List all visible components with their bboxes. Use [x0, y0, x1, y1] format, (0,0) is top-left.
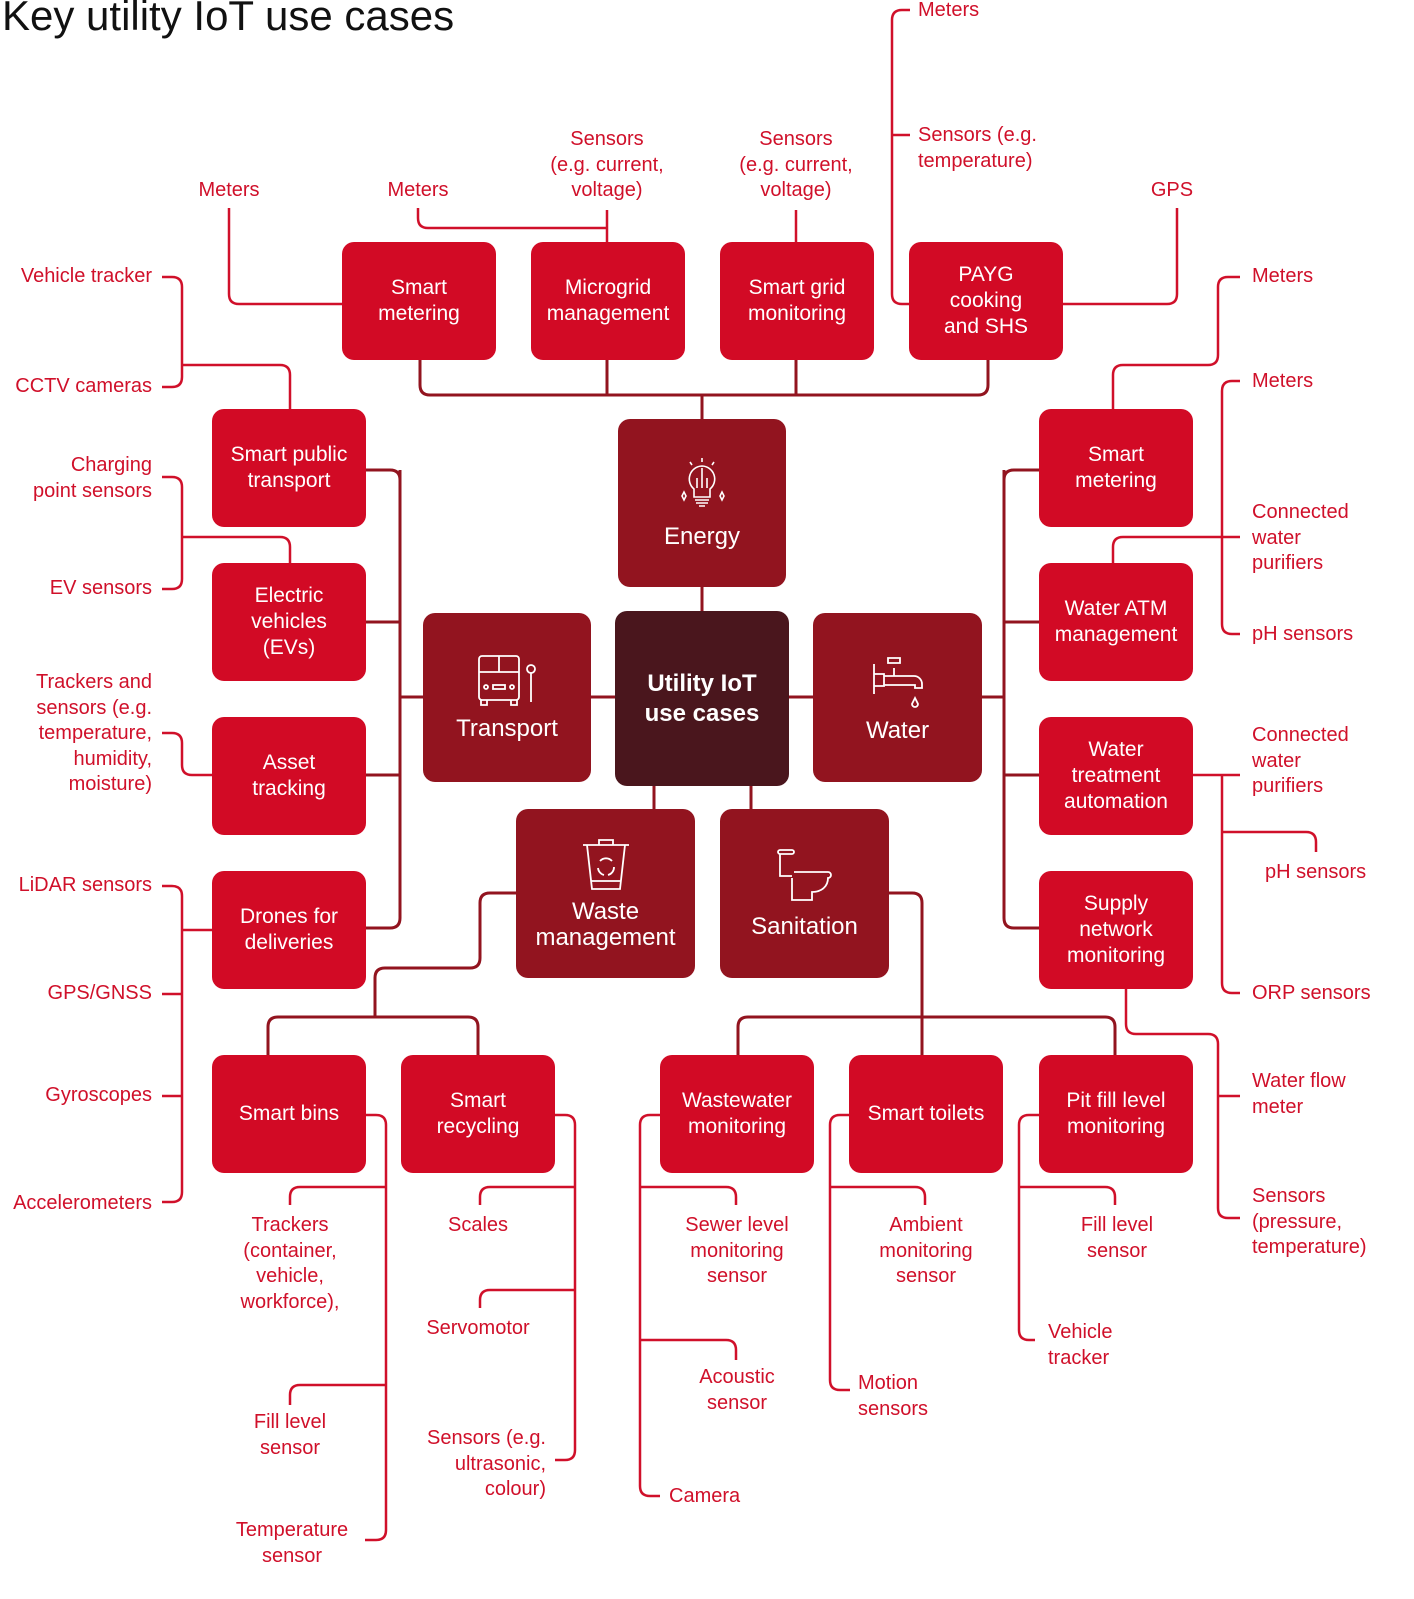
- category-sanitation[interactable]: Sanitation: [720, 809, 889, 978]
- sensor-label: Trackers (container, vehicle, workforce)…: [240, 1214, 340, 1313]
- use-case-water-atm[interactable]: Water ATM management: [1039, 563, 1193, 681]
- sensor-label: Sensors (e.g. temperature): [918, 124, 1037, 172]
- sensor-label: Fill level sensor: [1080, 1214, 1154, 1262]
- sensor-label: Meters: [918, 0, 980, 21]
- sensor-label: Servomotor: [426, 1317, 530, 1339]
- sensor-label: Charging point sensors: [33, 454, 152, 502]
- sensor-label: ORP sensors: [1252, 982, 1371, 1004]
- sensor-label: Trackers and sensors (e.g. temperature, …: [36, 671, 152, 795]
- sensor-label: Sewer level monitoring sensor: [685, 1214, 789, 1287]
- sensor-label: GPS/GNSS: [47, 982, 152, 1004]
- sensor-label: Meters: [1252, 370, 1314, 392]
- sensor-label: Gyroscopes: [45, 1084, 152, 1106]
- sensor-label: pH sensors: [1265, 861, 1367, 883]
- sensor-label: Acoustic sensor: [699, 1366, 775, 1414]
- sensor-label: Ambient monitoring sensor: [879, 1214, 973, 1287]
- sensor-label: GPS: [1150, 179, 1194, 201]
- sensor-label: Water flow meter: [1252, 1070, 1346, 1118]
- lightbulb-icon: [681, 458, 725, 507]
- use-case-smart-toilets[interactable]: Smart toilets: [849, 1055, 1003, 1173]
- sensor-label: Sensors (e.g. current, voltage): [739, 128, 853, 201]
- use-case-electric-vehicles[interactable]: Electric vehicles (EVs): [212, 563, 366, 681]
- use-case-smart-grid-monitoring[interactable]: Smart grid monitoring: [720, 242, 874, 360]
- faucet-icon: [872, 656, 923, 708]
- use-case-smart-recycling[interactable]: Smart recycling: [401, 1055, 555, 1173]
- category-label: Water: [865, 716, 930, 744]
- category-waste-management[interactable]: Waste management: [516, 809, 695, 978]
- category-label: Transport: [456, 714, 558, 742]
- sensor-label: Meters: [1252, 265, 1314, 287]
- sensor-label: Connected water purifiers: [1252, 724, 1349, 797]
- sensor-label: Connected water purifiers: [1252, 501, 1349, 574]
- use-case-microgrid-management[interactable]: Microgrid management: [531, 242, 685, 360]
- center-node: Utility IoT use cases: [615, 611, 789, 786]
- sensor-label: Accelerometers: [13, 1192, 152, 1214]
- category-label: Sanitation: [751, 912, 858, 940]
- use-case-drones[interactable]: Drones for deliveries: [212, 871, 366, 989]
- use-case-asset-tracking[interactable]: Asset tracking: [212, 717, 366, 835]
- sensor-label: pH sensors: [1252, 623, 1354, 645]
- sensor-label: Meters: [198, 179, 260, 201]
- diagram-title: Key utility IoT use cases: [2, 0, 455, 39]
- bus-icon: [478, 654, 536, 706]
- use-case-pit-fill-level[interactable]: Pit fill level monitoring: [1039, 1055, 1193, 1173]
- sensor-label: Sensors (e.g. current, voltage): [550, 128, 664, 201]
- sensor-label: Scales: [447, 1214, 509, 1236]
- sensor-label: EV sensors: [49, 577, 152, 599]
- category-energy[interactable]: Energy: [618, 419, 786, 587]
- use-case-smart-metering-energy[interactable]: Smart metering: [342, 242, 496, 360]
- category-label: Waste management: [535, 897, 676, 951]
- use-case-smart-public-transport[interactable]: Smart public transport: [212, 409, 366, 527]
- sensor-label: Vehicle tracker: [20, 265, 152, 287]
- sensor-label: Camera: [669, 1485, 741, 1507]
- sensor-label: Meters: [387, 179, 449, 201]
- sensor-label: CCTV cameras: [15, 375, 152, 397]
- use-case-smart-bins[interactable]: Smart bins: [212, 1055, 366, 1173]
- use-case-wastewater-monitoring[interactable]: Wastewater monitoring: [660, 1055, 814, 1173]
- sensor-label: Temperature sensor: [235, 1519, 349, 1567]
- sensor-label: LiDAR sensors: [18, 874, 152, 896]
- use-case-smart-metering-water[interactable]: Smart metering: [1039, 409, 1193, 527]
- category-transport[interactable]: Transport: [423, 613, 591, 782]
- sensor-label: Motion sensors: [858, 1372, 929, 1420]
- sensor-label: Fill level sensor: [253, 1411, 327, 1459]
- sensor-label: Sensors (e.g. ultrasonic, colour): [427, 1427, 546, 1500]
- category-water[interactable]: Water: [813, 613, 982, 782]
- category-label: Energy: [663, 523, 741, 550]
- toilet-icon: [776, 848, 832, 901]
- use-case-supply-network[interactable]: Supply network monitoring: [1039, 871, 1193, 989]
- use-case-water-treatment[interactable]: Water treatment automation: [1039, 717, 1193, 835]
- sensor-label: Sensors (pressure, temperature): [1252, 1185, 1367, 1258]
- sensor-label: Vehicle tracker: [1048, 1321, 1113, 1369]
- use-case-payg-cooking[interactable]: PAYG cooking and SHS: [909, 242, 1063, 360]
- recycle-bin-icon: [582, 838, 629, 890]
